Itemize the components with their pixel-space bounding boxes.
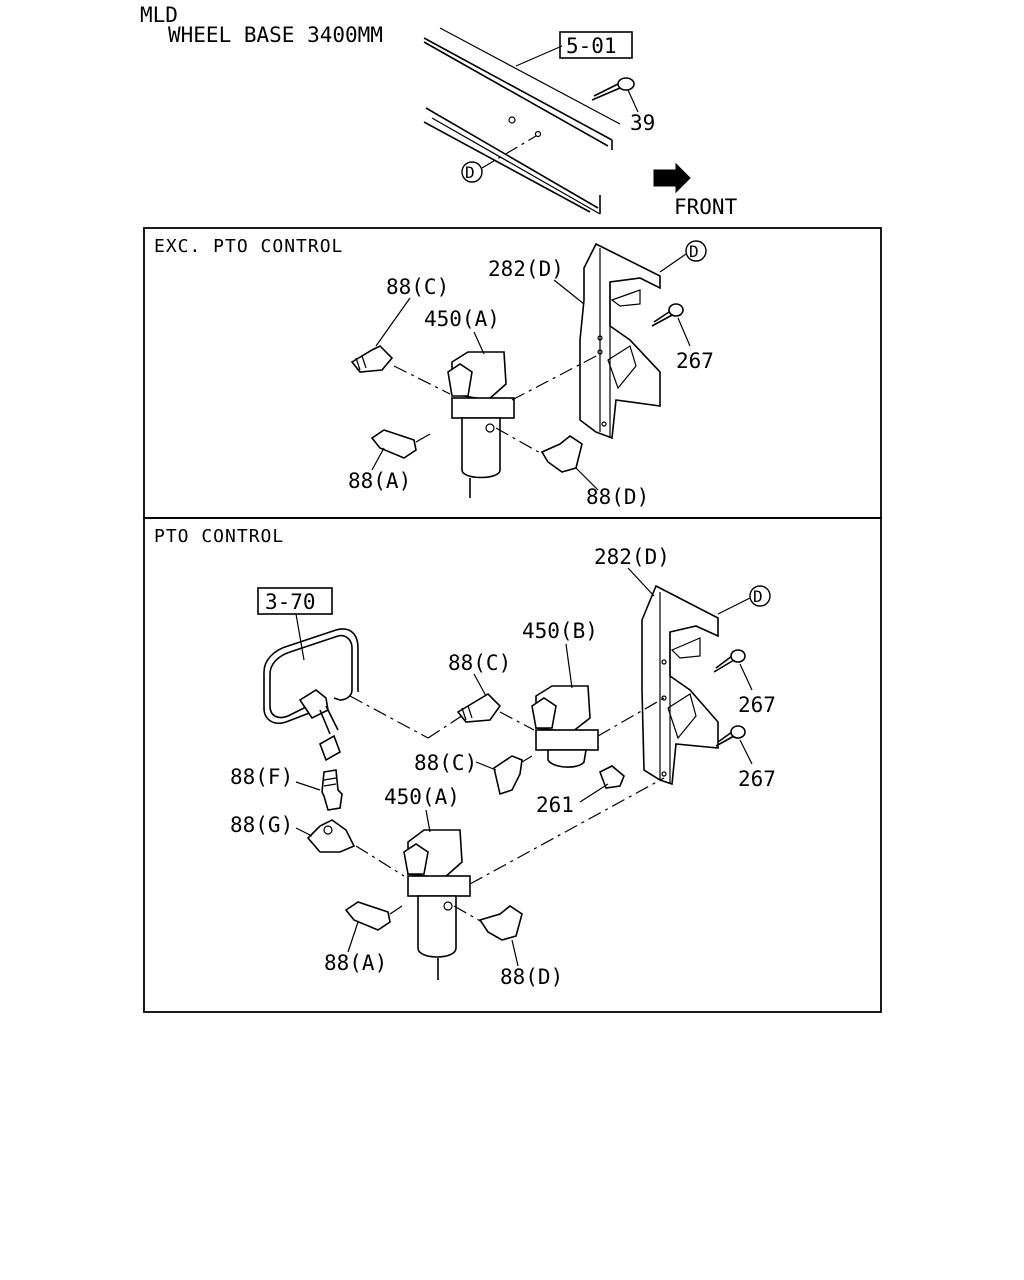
bolt-39 [591,77,635,101]
detail-d-letter-top: D [465,163,475,182]
pto-pipe [263,628,359,762]
fitting-88-d-panel2 [478,905,523,941]
ref-box-3-70-label: 3-70 [265,590,316,614]
label-450-b-panel2: 450(B) [522,619,598,643]
detail-d-letter-panel2: D [753,587,763,606]
fitting-88-c-top-panel2 [456,692,502,723]
front-arrow-icon [653,162,691,194]
label-88-f-panel2: 88(F) [230,765,293,789]
frame-rail [423,27,621,215]
label-88-d-panel2: 88(D) [500,965,563,989]
label-282-d-panel1: 282(D) [488,257,564,281]
label-261: 261 [536,793,574,817]
label-450-a-panel2: 450(A) [384,785,460,809]
detail-d-callout-panel1: D [685,240,707,262]
label-88-c-panel1: 88(C) [386,275,449,299]
plug-261 [598,765,625,789]
front-label: FRONT [674,195,738,219]
solenoid-valve-450-b-panel2 [531,685,599,768]
bolt-267-upper-panel2 [713,649,746,673]
label-88-a-panel2: 88(A) [324,951,387,975]
label-282-d-panel2: 282(D) [594,545,670,569]
bracket-282-d-panel2 [641,584,719,786]
label-267-lower-panel2: 267 [738,767,776,791]
fitting-88-c-mid-panel2 [493,755,533,796]
fitting-88-d-panel1 [540,435,583,473]
wheelbase-label: WHEEL BASE 3400MM [168,23,383,47]
label-88-g-panel2: 88(G) [230,813,293,837]
fitting-88-c-panel1 [350,345,394,373]
label-88-c-mid-panel2: 88(C) [414,751,477,775]
model-label: MLD [140,3,178,27]
ref-box-5-01[interactable]: 5-01 [559,31,633,59]
detail-d-letter-panel1: D [689,242,699,261]
label-450-a-panel1: 450(A) [424,307,500,331]
label-39: 39 [630,111,655,135]
label-88-a-panel1: 88(A) [348,469,411,493]
label-88-d-panel1: 88(D) [586,485,649,509]
fitting-88-f-panel2 [321,769,343,811]
bolt-267-panel1 [651,303,684,327]
ref-box-5-01-label: 5-01 [566,34,617,58]
fitting-88-a-panel2 [344,901,403,931]
solenoid-valve-450-a-panel2 [403,829,471,980]
label-267-panel1: 267 [676,349,714,373]
detail-d-callout-panel2: D [749,585,771,607]
panel-exc-pto-title: EXC. PTO CONTROL [154,236,343,257]
fitting-88-g-panel2 [306,819,356,853]
bracket-282-d-panel1 [579,242,661,440]
label-267-upper-panel2: 267 [738,693,776,717]
detail-d-callout-top: D [461,161,483,183]
panel-pto-title: PTO CONTROL [154,526,284,547]
bolt-267-lower-panel2 [715,725,746,747]
solenoid-valve-450-a-panel1 [447,351,515,498]
ref-box-3-70[interactable]: 3-70 [257,587,333,615]
label-88-c-top-panel2: 88(C) [448,651,511,675]
panel-pto-frame [143,517,882,1013]
fitting-88-a-panel1 [370,429,431,459]
